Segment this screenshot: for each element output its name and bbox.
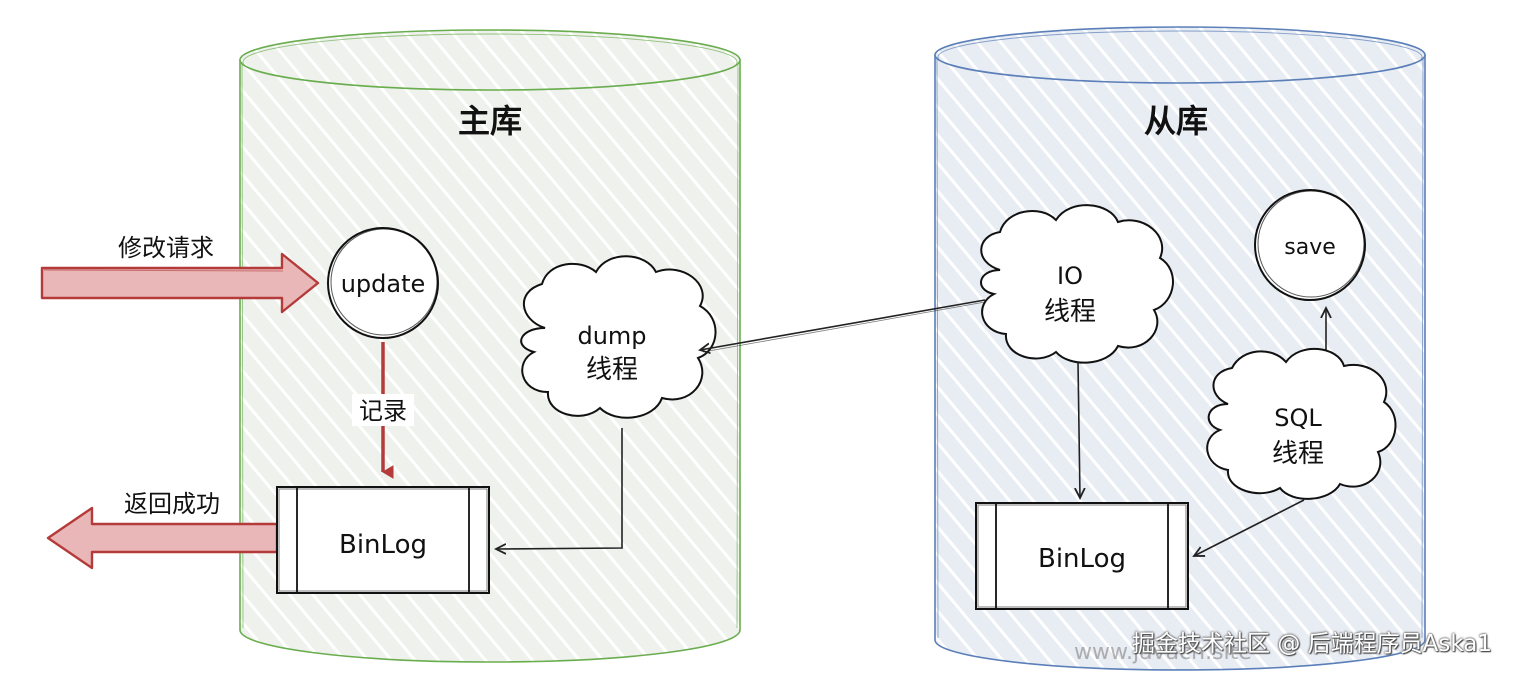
modify-request-label: 修改请求 bbox=[118, 234, 214, 262]
modify-request-arrow bbox=[40, 252, 320, 314]
dump-to-binlog-arrow bbox=[496, 428, 623, 549]
slave-title: 从库 bbox=[1144, 102, 1208, 140]
io-to-binlog-arrow bbox=[1078, 361, 1080, 498]
sql-thread-line1: SQL bbox=[1274, 404, 1322, 432]
io-to-dump-arrow bbox=[700, 299, 986, 350]
master-binlog-label: BinLog bbox=[339, 530, 427, 560]
dump-thread-line1: dump bbox=[577, 322, 646, 350]
update-label: update bbox=[341, 270, 426, 298]
watermark-sub: www.javach.site bbox=[1074, 640, 1252, 665]
io-thread-line2: 线程 bbox=[1044, 297, 1096, 327]
return-success-arrow bbox=[46, 506, 279, 570]
return-success-label: 返回成功 bbox=[124, 490, 220, 518]
record-label-bg bbox=[352, 394, 414, 426]
sql-to-binlog-arrow bbox=[1194, 499, 1305, 556]
watermark-main: 掘金技术社区 @ 后端程序员Aska1 bbox=[1132, 631, 1492, 657]
save-label: save bbox=[1284, 235, 1336, 260]
sql-thread-line2: 线程 bbox=[1272, 439, 1324, 469]
update-node bbox=[327, 227, 439, 339]
io-thread-cloud bbox=[980, 204, 1174, 364]
master-binlog-box bbox=[276, 486, 490, 594]
io-thread-line1: IO bbox=[1057, 262, 1083, 290]
dump-thread-cloud bbox=[520, 255, 717, 419]
master-title: 主库 bbox=[458, 102, 522, 140]
slave-binlog-label: BinLog bbox=[1038, 544, 1126, 574]
sql-thread-cloud bbox=[1206, 348, 1397, 500]
save-node bbox=[1254, 189, 1366, 301]
slave-binlog-box bbox=[975, 502, 1189, 610]
record-label: 记录 bbox=[359, 397, 407, 425]
dump-thread-line2: 线程 bbox=[586, 355, 638, 385]
